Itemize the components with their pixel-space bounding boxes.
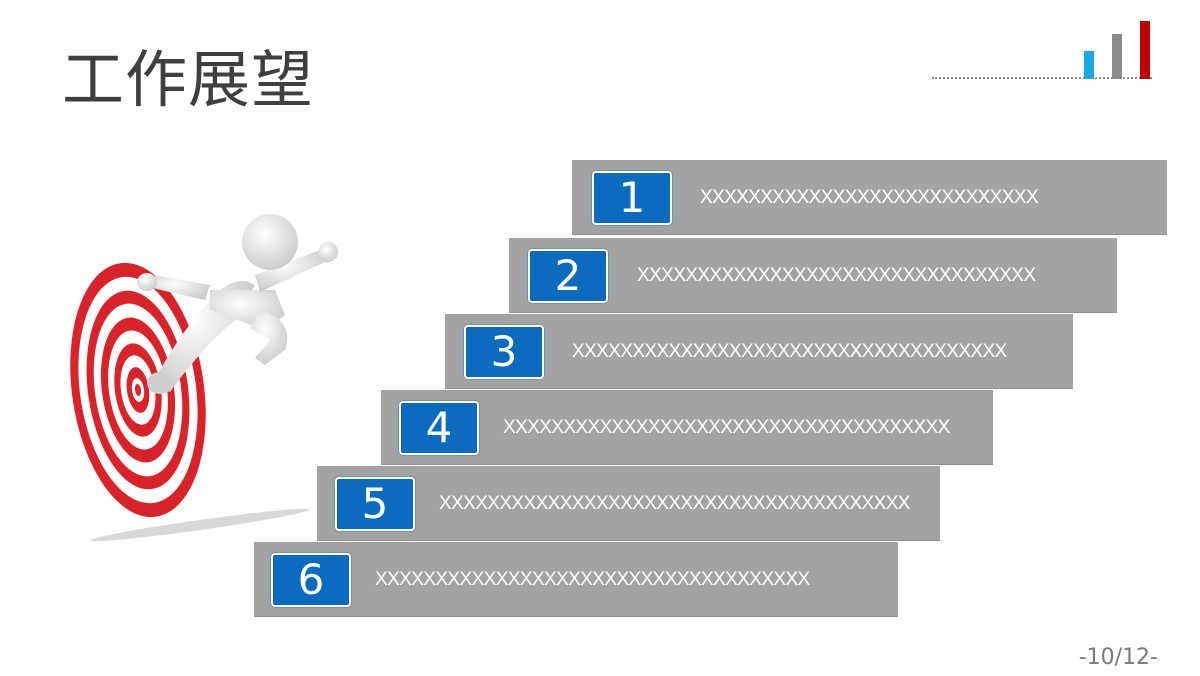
step-row-4: 4 XXXXXXXXXXXXXXXXXXXXXXXXXXXXXXXXXXXXX	[381, 390, 993, 465]
deco-bar-gray	[1112, 34, 1122, 79]
step-row-6: 6 XXXXXXXXXXXXXXXXXXXXXXXXXXXXXXXXXXXX	[254, 542, 898, 617]
step-number-badge: 1	[592, 171, 672, 225]
page-indicator: -10/12-	[1078, 645, 1158, 670]
deco-bar-red	[1140, 21, 1150, 79]
step-text: XXXXXXXXXXXXXXXXXXXXXXXXXXXXXXXXX	[637, 265, 1036, 286]
step-text: XXXXXXXXXXXXXXXXXXXXXXXXXXXXXXXXXXXX	[572, 341, 1007, 362]
deco-bar-blue	[1084, 51, 1094, 79]
page-title: 工作展望	[62, 43, 315, 116]
step-row-2: 2 XXXXXXXXXXXXXXXXXXXXXXXXXXXXXXXXX	[509, 238, 1117, 313]
bar-chart-decoration-icon	[932, 18, 1154, 84]
step-number-badge: 5	[335, 477, 415, 531]
step-number-badge: 6	[271, 553, 351, 607]
step-text: XXXXXXXXXXXXXXXXXXXXXXXXXXXXXXXXXXXXXXX	[439, 493, 910, 514]
step-number-badge: 3	[464, 325, 544, 379]
step-text: XXXXXXXXXXXXXXXXXXXXXXXXXXXXXXXXXXXX	[375, 569, 810, 590]
step-number-badge: 4	[399, 401, 479, 455]
dotted-line	[932, 77, 1152, 79]
target-figure-icon	[70, 214, 338, 542]
step-text: XXXXXXXXXXXXXXXXXXXXXXXXXXXXXXXXXXXXX	[503, 417, 950, 438]
step-text: XXXXXXXXXXXXXXXXXXXXXXXXXXXX	[700, 187, 1039, 208]
step-number-badge: 2	[528, 249, 608, 303]
step-row-1: 1 XXXXXXXXXXXXXXXXXXXXXXXXXXXX	[572, 160, 1167, 235]
step-row-5: 5 XXXXXXXXXXXXXXXXXXXXXXXXXXXXXXXXXXXXXX…	[317, 466, 940, 541]
step-row-3: 3 XXXXXXXXXXXXXXXXXXXXXXXXXXXXXXXXXXXX	[445, 314, 1073, 389]
